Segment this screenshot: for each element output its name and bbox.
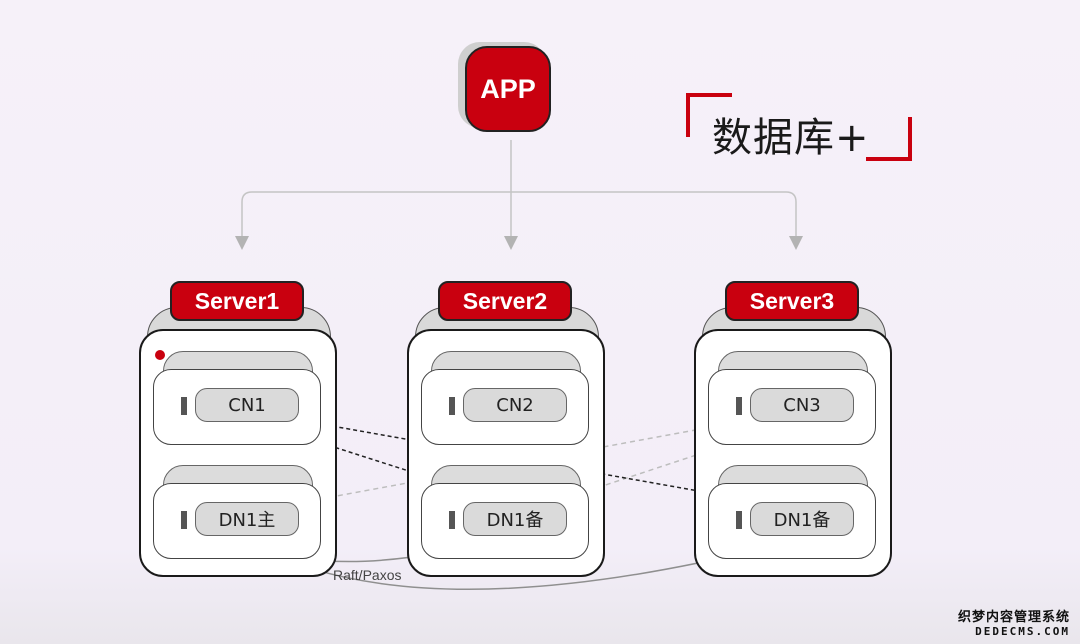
server-1[interactable]: Server1 CN1 DN1主: [139, 281, 337, 577]
cn-label: CN3: [750, 388, 854, 422]
node-bar-icon: [736, 397, 742, 415]
replication-protocol-label: Raft/Paxos: [333, 567, 402, 583]
watermark-line1: 织梦内容管理系统: [957, 610, 1070, 625]
app-to-server3-line: [511, 191, 797, 246]
dn-label: DN1备: [750, 502, 854, 536]
node-bar-icon: [181, 511, 187, 529]
title-bracket-right: [866, 117, 912, 161]
app-node[interactable]: APP: [465, 46, 551, 132]
dn-label: DN1备: [463, 502, 567, 536]
title-bracket-left: [686, 93, 732, 137]
watermark: 织梦内容管理系统 DEDECMS.COM: [958, 606, 1070, 638]
arrow-down-server2: [504, 236, 518, 250]
cn-label: CN1: [195, 388, 299, 422]
node-bar-icon: [449, 511, 455, 529]
app-to-server1-line: [241, 191, 511, 246]
server-label: Server2: [438, 281, 572, 321]
node-bar-icon: [181, 397, 187, 415]
status-indicator-dot: [155, 350, 165, 360]
app-label: APP: [480, 73, 536, 104]
server-label: Server1: [170, 281, 304, 321]
watermark-line2: DEDECMS.COM: [975, 625, 1070, 638]
node-bar-icon: [736, 511, 742, 529]
arrow-down-server3: [789, 236, 803, 250]
product-title: 数据库+: [712, 115, 870, 161]
server-label: Server3: [725, 281, 859, 321]
node-bar-icon: [449, 397, 455, 415]
arrow-down-server1: [235, 236, 249, 250]
server-3[interactable]: Server3 CN3 DN1备: [694, 281, 892, 577]
dn-label: DN1主: [195, 502, 299, 536]
server-2[interactable]: Server2 CN2 DN1备: [407, 281, 605, 577]
cn-label: CN2: [463, 388, 567, 422]
